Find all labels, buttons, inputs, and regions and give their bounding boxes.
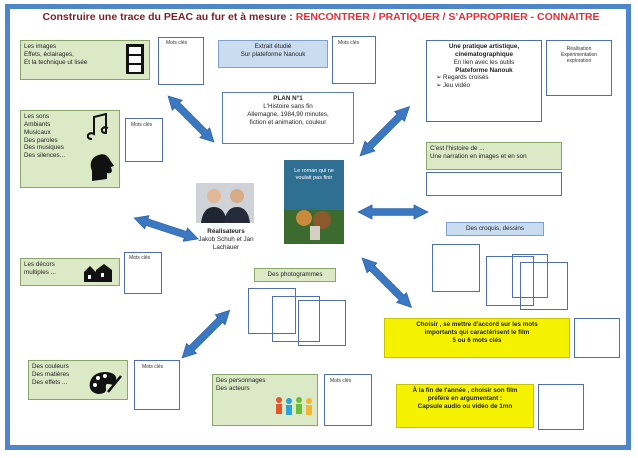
histoire-answer-box: [426, 172, 562, 196]
arrow-bottom-right: [356, 252, 417, 313]
histoire-narration: Une narration en images et en son: [430, 152, 527, 160]
plan-genre: fiction et animation, couleur: [249, 118, 327, 126]
pratique-outils: En lien avec les outils: [453, 58, 515, 66]
pratique-note-text: Réalisation Expérimentation exploration: [548, 46, 610, 64]
directors-names-1: Jakob Schuh et Jan: [198, 235, 254, 243]
images-keywords-label: Mots clés: [166, 40, 188, 46]
sons-musiques: Des musiques: [24, 144, 64, 152]
arrow-mid-left: [131, 210, 201, 246]
pratique-subtitle: cinématographique: [454, 50, 514, 58]
pratique-note-box: [546, 40, 612, 96]
couleurs-effets: Des effets ...: [32, 378, 68, 386]
fin-annee-answer-box: [538, 384, 584, 430]
couleurs-keywords-box: [134, 360, 180, 410]
arrow-top-left: [162, 90, 220, 148]
directors-label: Réalisateurs: [207, 228, 245, 235]
film-reel-icon: [124, 44, 146, 74]
photogrammes-label-box: Des photogrammes: [254, 268, 336, 282]
fin-annee-line-1: À la fin de l'année , choisir son film: [412, 387, 518, 394]
photogrammes-label: Des photogrammes: [267, 271, 323, 278]
extrait-label: Extrait étudié: [254, 43, 292, 50]
personnages-acteurs: Des acteurs: [216, 384, 250, 392]
choisir-line-1: Choisir , se mettre d'accord sur les mot…: [416, 321, 538, 328]
fin-annee-line-3: Capsule audio ou vidéo de 1mn: [417, 402, 513, 410]
images-label: Les images: [24, 43, 57, 50]
sons-keywords-box: [125, 118, 163, 162]
palette-icon: [88, 370, 122, 396]
plan-country-year: Allemagne, 1984,90 minutes,: [247, 110, 329, 118]
extrait-box: Extrait étudié Sur plateforme Nanouk: [218, 40, 328, 68]
houses-icon: [84, 264, 116, 282]
sons-keywords-label: Mots clés: [131, 122, 153, 128]
directors-names-2: Lachauer: [212, 243, 240, 251]
images-effects: Effets, éclairages,: [24, 50, 74, 58]
choisir-box: Choisir , se mettre d'accord sur les mot…: [384, 318, 570, 358]
arrow-top-right: [354, 101, 415, 162]
sons-ambiants: Ambiants: [24, 120, 51, 128]
images-technique: Et la technique ut lisée: [24, 58, 88, 66]
pratique-regards-text: Regards croisés: [443, 74, 489, 82]
personnages-label: Des personnages: [216, 377, 266, 384]
plan-film-title: L'Histoire sans fin: [263, 102, 313, 110]
plan-box: PLAN N°1 L'Histoire sans fin Allemagne, …: [222, 92, 354, 144]
directors-photo: [196, 183, 254, 223]
pratique-title: Une pratique artistique,: [448, 43, 520, 50]
pratique-platform: Plateforme Nanouk: [455, 66, 513, 74]
pratique-note-line-1: Réalisation: [566, 46, 592, 52]
croquis-frame-3: [512, 254, 548, 298]
pratique-item-regards: ➢ Regards croisés: [436, 74, 489, 82]
decors-keywords-label: Mots clés: [129, 255, 151, 261]
decors-multiples: multiples ...: [24, 268, 56, 276]
arrow-bottom-left: [176, 304, 236, 364]
croquis-label-box: Des croquis, dessins: [446, 222, 544, 236]
personnages-keywords-label: Mots clés: [330, 378, 352, 384]
pratique-jeu-text: Jeu vidéo: [443, 82, 470, 90]
choisir-line-3: 5 ou 6 mots clés: [452, 336, 502, 344]
pratique-item-jeu: ➢ Jeu vidéo: [436, 82, 470, 90]
choisir-line-2: importants qui caractérisent le film: [424, 328, 530, 336]
plan-number: PLAN N°1: [273, 95, 303, 102]
photogramme-frame-2: [272, 296, 320, 342]
children-figures-icon: [274, 396, 314, 422]
sons-silences: Des silences...: [24, 152, 65, 160]
speaking-head-icon: [88, 153, 116, 183]
music-note-icon: [86, 112, 110, 143]
decors-label: Les décors: [24, 261, 55, 268]
croquis-label: Des croquis, dessins: [465, 225, 525, 232]
sons-paroles: Des paroles: [24, 136, 58, 144]
pratique-note-line-3: exploration: [566, 58, 592, 64]
pratique-note-line-2: Expérimentation: [560, 52, 598, 58]
extrait-keywords-box: [332, 36, 376, 84]
directors-caption: Réalisateurs Jakob Schuh et Jan Lachauer: [186, 226, 266, 256]
sons-label: Les sons: [24, 113, 50, 120]
couleurs-keywords-label: Mots clés: [142, 364, 164, 370]
histoire-label: C'est l'histoire de ...: [430, 145, 485, 152]
decors-keywords-box: [124, 252, 162, 294]
film-poster: Le roman qui ne voulait pas finir: [284, 160, 344, 244]
page-title: Construire une trace du PEAC au fur et à…: [42, 11, 600, 23]
couleurs-label: Des couleurs: [32, 363, 69, 370]
croquis-frame-1: [432, 244, 480, 292]
pratique-box: Une pratique artistique, cinématographiq…: [426, 40, 542, 122]
personnages-keywords-box: [324, 374, 372, 426]
fin-annee-line-2: préféré en argumentant :: [427, 394, 503, 402]
couleurs-matieres: Des matières: [32, 370, 70, 378]
sons-musicaux: Musicaux: [24, 128, 51, 136]
extrait-platform: Sur plateforme Nanouk: [240, 50, 306, 58]
fin-annee-box: À la fin de l'année , choisir son film p…: [396, 384, 534, 428]
images-keywords-box: [158, 37, 204, 85]
histoire-box: C'est l'histoire de ... Une narration en…: [426, 142, 562, 170]
film-poster-title: Le roman qui ne voulait pas finir: [294, 168, 334, 181]
arrow-mid-right: [357, 204, 429, 220]
croquis-frame-4: [520, 262, 568, 310]
photogramme-frame-3: [298, 300, 346, 346]
choisir-answer-box: [574, 318, 620, 358]
extrait-keywords-label: Mots clés: [338, 40, 360, 46]
